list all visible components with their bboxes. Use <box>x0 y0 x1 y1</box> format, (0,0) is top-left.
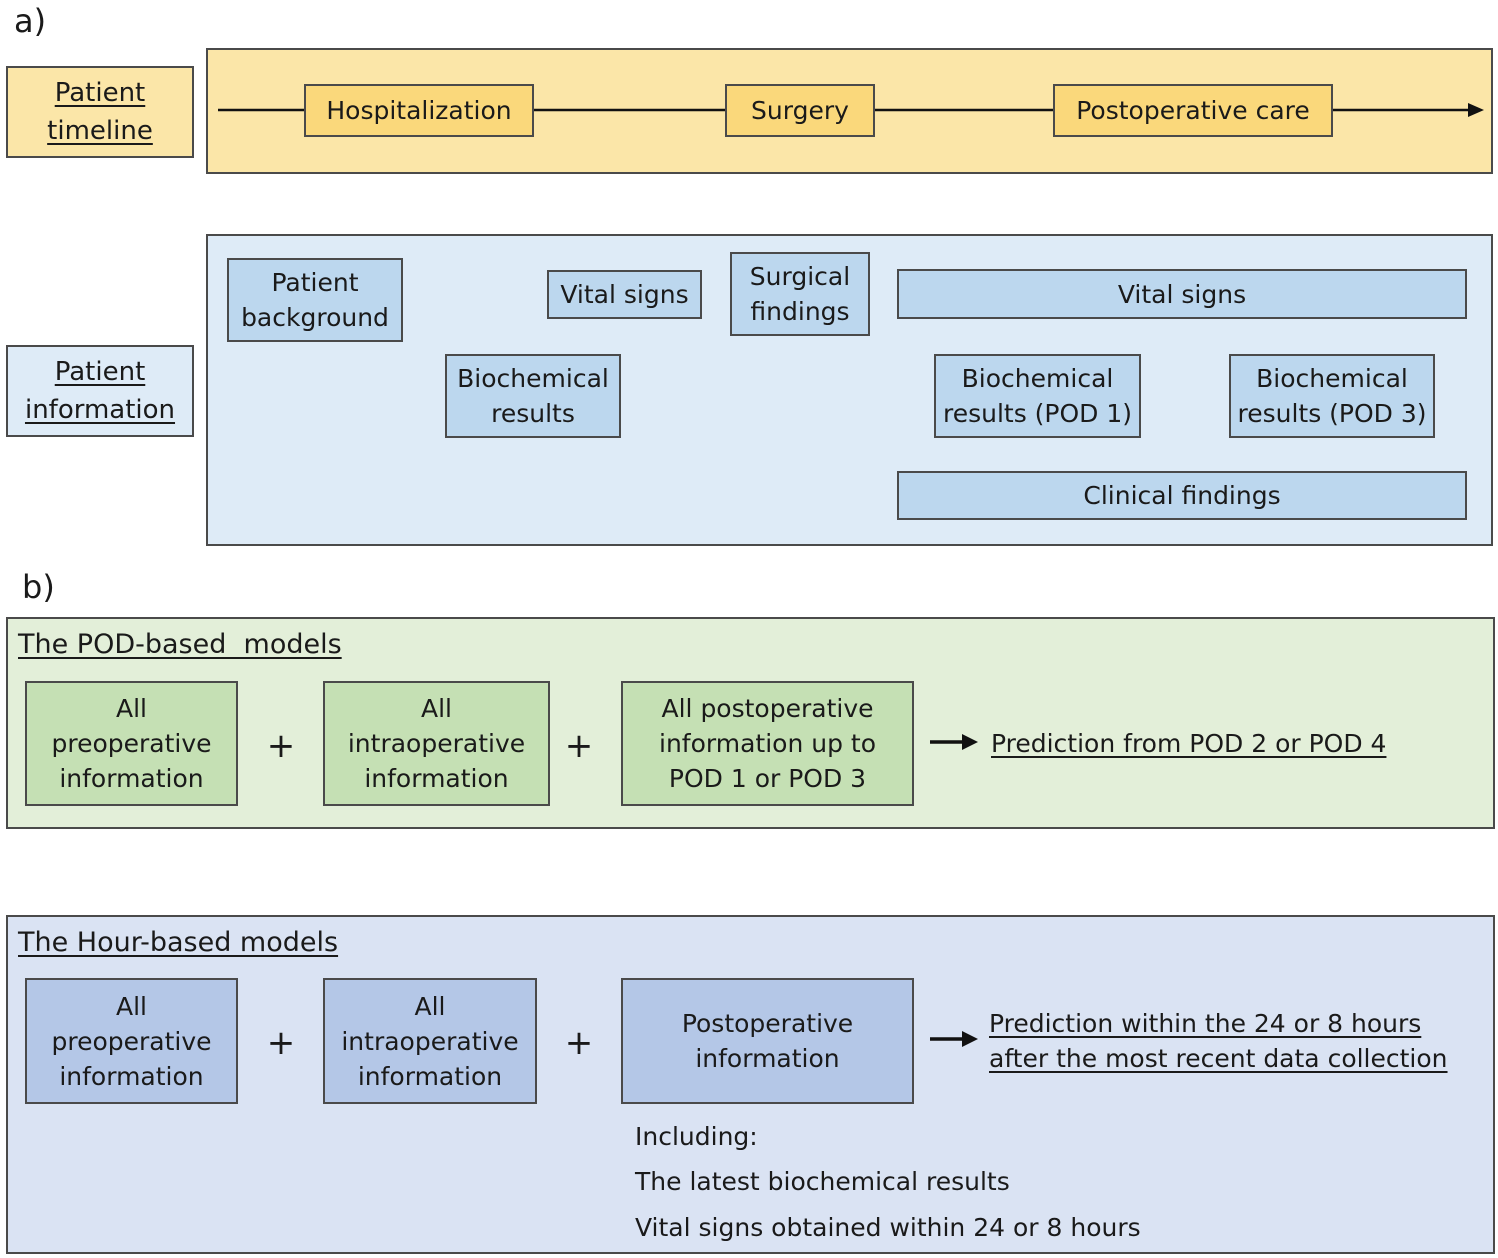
info-box-clinical-findings: Clinical findings <box>897 471 1467 520</box>
hour-result-line-1: Prediction within the 24 or 8 hours <box>989 1009 1422 1038</box>
hour-box-postoperative: Postoperative information <box>621 978 914 1104</box>
pod-plus-1: + <box>266 726 296 766</box>
info-box-patient-background: Patient background <box>227 258 403 342</box>
timeline-stage-hospitalization: Hospitalization <box>304 84 534 137</box>
info-box-vital-signs-pre: Vital signs <box>547 270 702 319</box>
hour-result-line-2: after the most recent data collection <box>989 1044 1448 1073</box>
hour-plus-1: + <box>266 1023 296 1063</box>
part-a-label: a) <box>14 2 47 40</box>
pod-box-intraoperative: All intraoperative information <box>323 681 550 806</box>
info-box-biochemical-pod3: Biochemical results (POD 3) <box>1229 354 1435 438</box>
pod-models-title: The POD-based models <box>18 629 342 660</box>
hour-arrow <box>930 1031 978 1047</box>
pod-box-preoperative: All preoperative information <box>25 681 238 806</box>
patient-timeline-text: Patient timeline <box>47 78 153 146</box>
info-box-vital-signs-post: Vital signs <box>897 269 1467 319</box>
hour-box-intraoperative: All intraoperative information <box>323 978 537 1104</box>
pod-box-postoperative: All postoperative information up to POD … <box>621 681 914 806</box>
timeline-stage-postoperative-care: Postoperative care <box>1053 84 1333 137</box>
info-box-surgical-findings: Surgical findings <box>730 252 870 336</box>
pod-arrow <box>930 734 978 750</box>
timeline-stage-surgery: Surgery <box>725 84 875 137</box>
info-box-biochemical-pre: Biochemical results <box>445 354 621 438</box>
part-b-label: b) <box>22 568 55 606</box>
pod-result-text: Prediction from POD 2 or POD 4 <box>991 729 1387 758</box>
including-label: Including: <box>635 1122 758 1151</box>
info-box-biochemical-pod1: Biochemical results (POD 1) <box>934 354 1141 438</box>
patient-information-label: Patient information <box>6 345 194 437</box>
including-item-biochemical: The latest biochemical results <box>635 1167 1010 1196</box>
hour-box-preoperative: All preoperative information <box>25 978 238 1104</box>
patient-information-text: Patient information <box>24 357 176 425</box>
pod-plus-2: + <box>564 726 594 766</box>
hour-models-title: The Hour-based models <box>18 927 339 958</box>
patient-timeline-label: Patient timeline <box>6 66 194 158</box>
including-item-vital-signs: Vital signs obtained within 24 or 8 hour… <box>635 1213 1141 1242</box>
hour-plus-2: + <box>564 1023 594 1063</box>
